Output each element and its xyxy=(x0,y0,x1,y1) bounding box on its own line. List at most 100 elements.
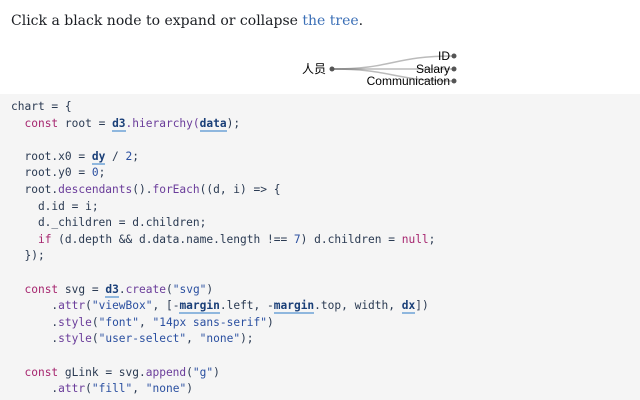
tree-diagram: 人员 ID Salary Communication xyxy=(302,49,457,88)
code-token: . xyxy=(11,382,59,396)
code-token: "user-select" xyxy=(98,332,187,346)
code-token: , xyxy=(132,382,146,396)
code-reference[interactable]: dy xyxy=(91,149,106,165)
code-token: / xyxy=(105,149,126,163)
code-token: root. xyxy=(11,182,59,196)
code-token: , xyxy=(139,315,153,329)
code-token: ( xyxy=(186,365,193,379)
tree-node-salary[interactable]: Salary xyxy=(416,62,457,76)
code-token: ) xyxy=(186,382,193,396)
code-token: ( xyxy=(91,332,99,346)
code-token: if xyxy=(37,232,52,246)
code-token xyxy=(11,366,24,379)
code-line: const root = d3.hierarchy(data); xyxy=(0,116,640,133)
code-token: . xyxy=(118,282,126,296)
tree-link-communication xyxy=(331,68,455,82)
code-reference[interactable]: d3 xyxy=(112,116,126,132)
code-token: ; xyxy=(428,232,436,246)
code-token: . xyxy=(11,315,59,329)
code-token: style xyxy=(58,315,92,329)
intro-period: . xyxy=(358,13,364,29)
code-token: 2 xyxy=(125,149,133,163)
code-token: ( xyxy=(165,282,173,296)
code-token: svg = xyxy=(58,282,106,296)
code-line: if (d.depth && d.data.name.length !== 7)… xyxy=(0,232,640,249)
code-token: ( xyxy=(85,382,92,396)
tree-node-root[interactable]: 人员 xyxy=(302,62,335,76)
code-line: .style("font", "14px sans-serif") xyxy=(0,315,640,332)
code-token: ( xyxy=(85,299,92,313)
intro-paragraph: Click a black node to expand or collapse… xyxy=(11,11,363,31)
code-token: const xyxy=(24,282,59,296)
code-token: , xyxy=(186,332,200,346)
code-token: ( xyxy=(91,315,99,329)
code-line: d.id = i; xyxy=(0,199,640,216)
code-token: "none" xyxy=(199,332,241,346)
code-line: root.y0 = 0; xyxy=(0,165,640,182)
code-reference[interactable]: d3 xyxy=(105,282,119,298)
code-token: null xyxy=(401,232,429,246)
code-line: .style("user-select", "none"); xyxy=(0,331,640,348)
code-token: root.y0 = xyxy=(11,166,92,180)
tree-node-id-label: ID xyxy=(438,49,450,63)
code-reference[interactable]: data xyxy=(199,116,227,132)
code-line: root.x0 = dy / 2; xyxy=(0,149,640,166)
code-line: const gLink = svg.append("g") xyxy=(0,365,640,382)
code-line: chart = { xyxy=(0,99,640,116)
code-token: const xyxy=(24,116,59,130)
code-token: "none" xyxy=(145,382,187,396)
intro-text: Click a black node to expand or collapse xyxy=(11,13,303,29)
code-token: .top, width, xyxy=(314,299,402,313)
code-token: "g" xyxy=(192,365,214,379)
code-token: descendants xyxy=(58,182,133,196)
code-token: "viewBox" xyxy=(91,299,153,313)
code-token: (d.depth && d.data.name.length !== xyxy=(51,232,294,246)
code-token xyxy=(11,283,24,296)
tree-node-salary-label: Salary xyxy=(416,62,450,76)
code-token: d._children = d.children; xyxy=(11,216,207,230)
code-line: .attr("fill", "none") xyxy=(0,381,640,398)
code-token: d.id = i; xyxy=(11,199,99,213)
tree-node-root-label: 人员 xyxy=(302,62,326,76)
code-line xyxy=(0,265,640,282)
tree-link[interactable]: the tree xyxy=(302,13,359,29)
code-line: const svg = d3.create("svg") xyxy=(0,282,640,299)
tree-node-communication[interactable]: Communication xyxy=(367,74,457,88)
code-token: create xyxy=(125,282,166,296)
tree-node-communication-label: Communication xyxy=(367,74,450,88)
tree-node-id[interactable]: ID xyxy=(438,49,457,63)
code-line xyxy=(0,132,640,149)
code-token: . xyxy=(11,332,59,346)
code-token: root = xyxy=(58,116,113,130)
code-token: ); xyxy=(226,116,241,130)
code-token: attr xyxy=(58,299,86,313)
code-reference[interactable]: margin xyxy=(179,299,220,315)
code-token: . xyxy=(11,299,59,313)
code-reference[interactable]: dx xyxy=(401,299,416,315)
code-token xyxy=(11,117,24,130)
code-token: ) d.children = xyxy=(300,232,402,246)
code-token: ((d, i) => { xyxy=(199,182,281,196)
code-editor[interactable]: chart = { const root = d3.hierarchy(data… xyxy=(0,94,640,400)
code-token: root.x0 = xyxy=(11,149,92,163)
code-token: .hierarchy( xyxy=(125,116,200,130)
code-token: ; xyxy=(132,149,140,163)
code-token: (). xyxy=(132,182,153,196)
code-token: forEach xyxy=(152,182,200,196)
code-token: "svg" xyxy=(172,282,207,296)
code-line: d._children = d.children; xyxy=(0,215,640,232)
code-token: const xyxy=(24,365,59,379)
code-token: ); xyxy=(240,332,254,346)
code-token: "fill" xyxy=(91,382,133,396)
code-token: ) xyxy=(213,365,220,379)
code-token: 0 xyxy=(91,166,99,180)
code-line: .attr("viewBox", [-margin.left, -margin.… xyxy=(0,298,640,315)
code-token: ) xyxy=(206,282,214,296)
code-reference[interactable]: margin xyxy=(273,299,315,315)
code-token: ) xyxy=(267,315,274,329)
code-token xyxy=(11,233,38,246)
code-token: "font" xyxy=(98,315,140,329)
code-token: "14px sans-serif" xyxy=(152,315,268,329)
code-line: }); xyxy=(0,248,640,265)
